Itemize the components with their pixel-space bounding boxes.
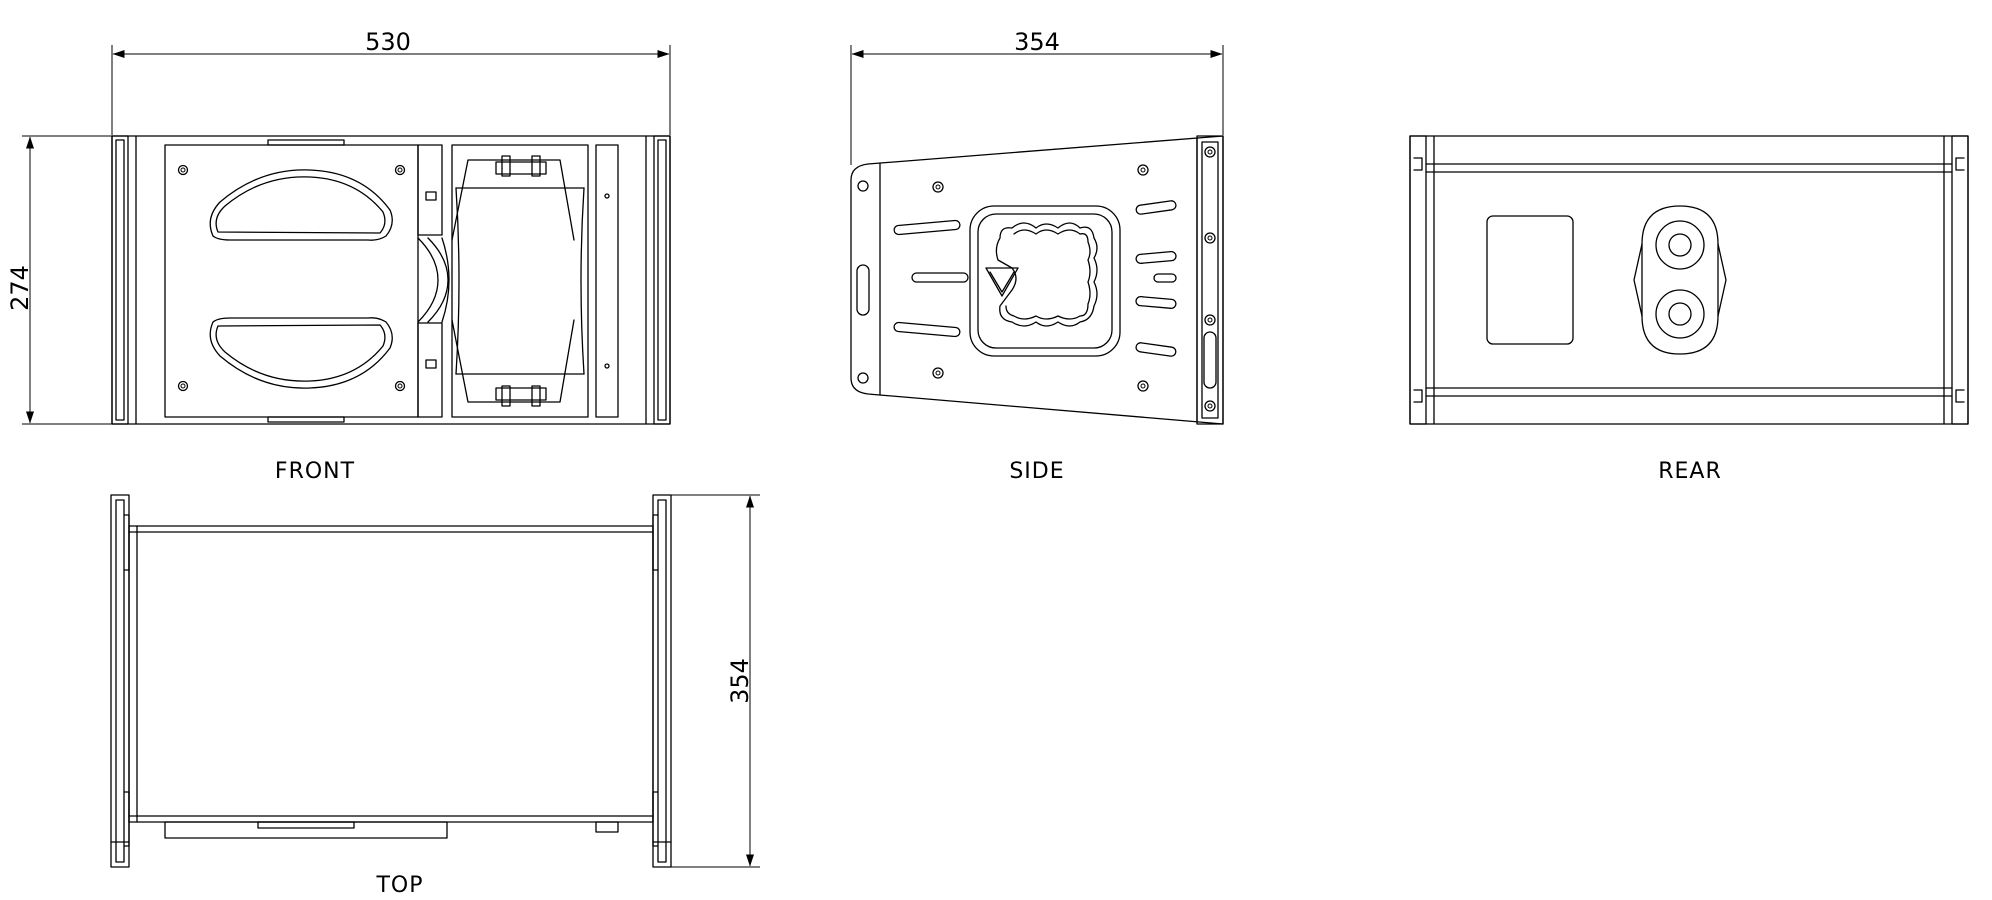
front-height-dimension: 274: [6, 135, 112, 425]
side-view: 354: [850, 28, 1224, 484]
front-view-label: FRONT: [275, 459, 355, 484]
top-enclosure: [110, 494, 672, 868]
top-view-label: TOP: [375, 873, 423, 898]
rear-view-label: REAR: [1658, 459, 1722, 484]
top-depth-value: 354: [726, 658, 754, 704]
side-enclosure: [850, 135, 1224, 425]
side-view-label: SIDE: [1009, 459, 1064, 484]
rear-enclosure: [1409, 135, 1969, 425]
side-depth-value: 354: [1014, 28, 1060, 56]
front-width-value: 530: [365, 28, 411, 56]
top-view: 354 TOP: [110, 494, 760, 898]
top-depth-dimension: 354: [670, 494, 760, 868]
rear-view: REAR: [1409, 135, 1969, 484]
front-height-value: 274: [6, 265, 34, 311]
front-width-dimension: 530: [111, 28, 671, 135]
side-depth-dimension: 354: [850, 28, 1224, 165]
front-view: 530 274: [6, 28, 671, 484]
front-enclosure: [111, 135, 671, 425]
